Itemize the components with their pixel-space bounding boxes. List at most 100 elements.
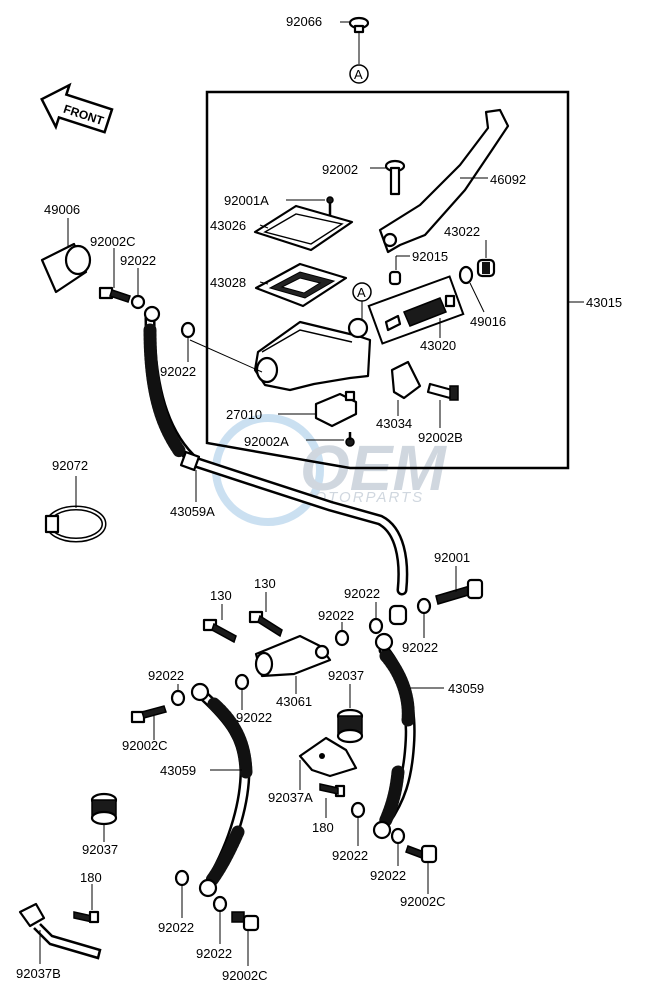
grommet-92037-mid [336,708,364,744]
label-92001A: 92001A [224,193,269,208]
label-92001: 92001 [434,550,470,565]
label-92022-c: 92022 [318,608,354,623]
brake-lever-46092 [378,108,510,254]
label-92022-f: 92022 [236,710,272,725]
label-92072: 92072 [52,458,88,473]
clamp-43034 [390,360,422,400]
callout-a-top [349,64,369,84]
banjo-fitting-upper [388,604,408,626]
reservoir-cover-43026 [253,204,354,252]
label-92037B: 92037B [16,966,61,981]
label-43059A: 43059A [170,504,215,519]
label-43034: 43034 [376,416,412,431]
label-92015: 92015 [412,249,448,264]
label-43059-b: 43059 [448,681,484,696]
washer-92022-top [130,294,146,310]
label-92037-b: 92037 [82,842,118,857]
label-130-a: 130 [210,588,232,603]
label-43020: 43020 [420,338,456,353]
assembly-box [205,90,570,470]
label-180-b: 180 [80,870,102,885]
label-92002C-a: 92002C [90,234,136,249]
label-92022-j: 92022 [158,920,194,935]
label-92002B: 92002B [418,430,463,445]
label-43022: 43022 [444,224,480,239]
seal-49016 [458,265,474,285]
label-27010: 27010 [226,407,262,422]
label-130-b: 130 [254,576,276,591]
master-cylinder-body [253,317,372,392]
label-92002C-d: 92002C [222,968,268,983]
leader-43028 [259,281,269,285]
grommet-92037-left [90,792,118,826]
label-180-a: 180 [312,820,334,835]
label-92037-a: 92037 [328,668,364,683]
label-46092: 46092 [490,172,526,187]
bolt-130-b [248,610,283,638]
label-43026: 43026 [210,218,246,233]
banjo-bolt-92002C-bottom [231,911,260,932]
callout-a-body-letter: A [357,285,366,300]
washer-92022-lower-a [350,801,366,819]
washer-92022-right-b [368,617,384,635]
label-92022-a: 92022 [120,253,156,268]
label-43015: 43015 [586,295,622,310]
hose-43059-left [190,682,253,898]
bolt-92001 [435,578,484,605]
banjo-bolt-92002C-top [98,286,131,303]
cap-49006 [40,242,92,294]
label-43061: 43061 [276,694,312,709]
banjo-bolt-92002C-lower-right [405,844,438,864]
label-43028: 43028 [210,275,246,290]
screw-92002A [345,432,355,447]
switch-27010 [314,390,358,428]
label-92022-e: 92022 [148,668,184,683]
label-92022-k: 92022 [196,946,232,961]
washer-92022-joint-a [334,629,350,647]
bolt-92002B [426,382,459,401]
hose-43059A [143,305,409,596]
label-43059-a: 43059 [160,763,196,778]
bracket-92037B [18,902,102,960]
label-92037A: 92037A [268,790,313,805]
label-92066: 92066 [286,14,322,29]
diaphragm-43028 [254,262,348,308]
joint-43061 [254,634,332,678]
leader-body-fitting [189,339,263,373]
screw-92001A [326,196,334,216]
piston-kit-43020 [367,275,465,345]
banjo-bolt-92002C-mid [130,705,167,724]
label-92022-g: 92022 [402,640,438,655]
label-92002A: 92002A [244,434,289,449]
label-92022-d: 92022 [344,586,380,601]
washer-92022-joint-c [170,689,186,707]
label-92002C-b: 92002C [122,738,168,753]
label-92022-i: 92022 [370,868,406,883]
screw-180-mid [319,783,346,798]
screw-180-left [73,910,100,924]
hose-43059-right [372,632,416,840]
label-92002C-c: 92002C [400,894,446,909]
bolt-130-a [202,618,237,644]
washer-92022-bottom-a [174,869,190,887]
washer-92022-joint-b [234,673,250,691]
label-49006: 49006 [44,202,80,217]
washer-92022-lower-b [390,827,406,845]
bracket-92037A [298,736,358,778]
nut-92015 [388,270,402,286]
callout-a-top-letter: A [354,67,363,82]
washer-92022-fitting [180,321,196,339]
pivot-bolt-92002 [384,159,406,196]
washer-92022-bottom-b [212,895,228,913]
front-arrow-icon: FRONT [40,82,114,134]
hose-clamp-92072 [44,505,107,543]
washer-92022-right-a [416,597,432,615]
leader-43026 [259,224,269,229]
label-92022-b: 92022 [160,364,196,379]
label-92002: 92002 [322,162,358,177]
leader-49016 [469,282,485,313]
cap-92066 [348,16,370,34]
label-92022-h: 92022 [332,848,368,863]
label-49016: 49016 [470,314,506,329]
